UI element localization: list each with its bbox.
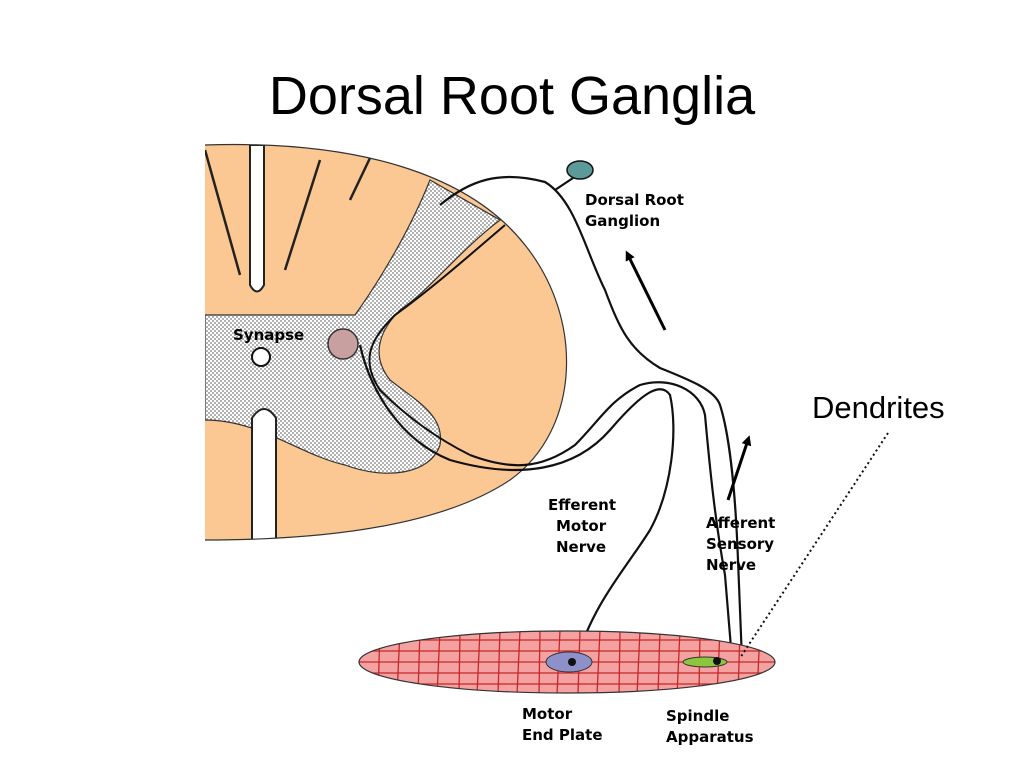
efferent-motor-fiber <box>358 344 675 664</box>
label-afferent-line2: Sensory <box>706 535 774 553</box>
synapse-cell-body <box>327 328 359 360</box>
sensory-axon-in-cord <box>368 224 506 456</box>
nerve-trunk <box>439 175 744 661</box>
label-synapse: Synapse <box>233 326 304 344</box>
afferent-arrow-lower <box>726 435 752 501</box>
dorsal-root-ganglion-cell <box>566 160 594 180</box>
label-spindle-line2: Apparatus <box>666 728 754 746</box>
label-dorsal-root-line1: Dorsal Root <box>585 191 684 209</box>
label-efferent-line1: Efferent <box>548 496 616 514</box>
label-motor-end-plate-line2: End Plate <box>522 726 603 744</box>
label-dendrites: Dendrites <box>812 390 945 425</box>
spinal-cord <box>204 143 568 541</box>
central-canal <box>251 347 271 367</box>
gray-matter <box>205 179 502 474</box>
label-efferent-line2: Motor <box>556 517 607 535</box>
ganglion-stalk <box>554 177 574 191</box>
dorsal-median-sulcus <box>249 144 265 293</box>
label-motor-end-plate-line1: Motor <box>522 705 573 723</box>
ventral-median-fissure <box>251 408 277 540</box>
slide-title: Dorsal Root Ganglia <box>268 66 756 126</box>
label-efferent-line3: Nerve <box>556 538 606 556</box>
afferent-arrow-upper <box>625 250 667 331</box>
label-spindle-line1: Spindle <box>666 707 729 725</box>
label-afferent-line1: Afferent <box>706 514 775 532</box>
label-afferent-line3: Nerve <box>706 556 756 574</box>
dorsal-column-lines <box>205 149 372 276</box>
label-dorsal-root-line2: Ganglion <box>585 212 660 230</box>
